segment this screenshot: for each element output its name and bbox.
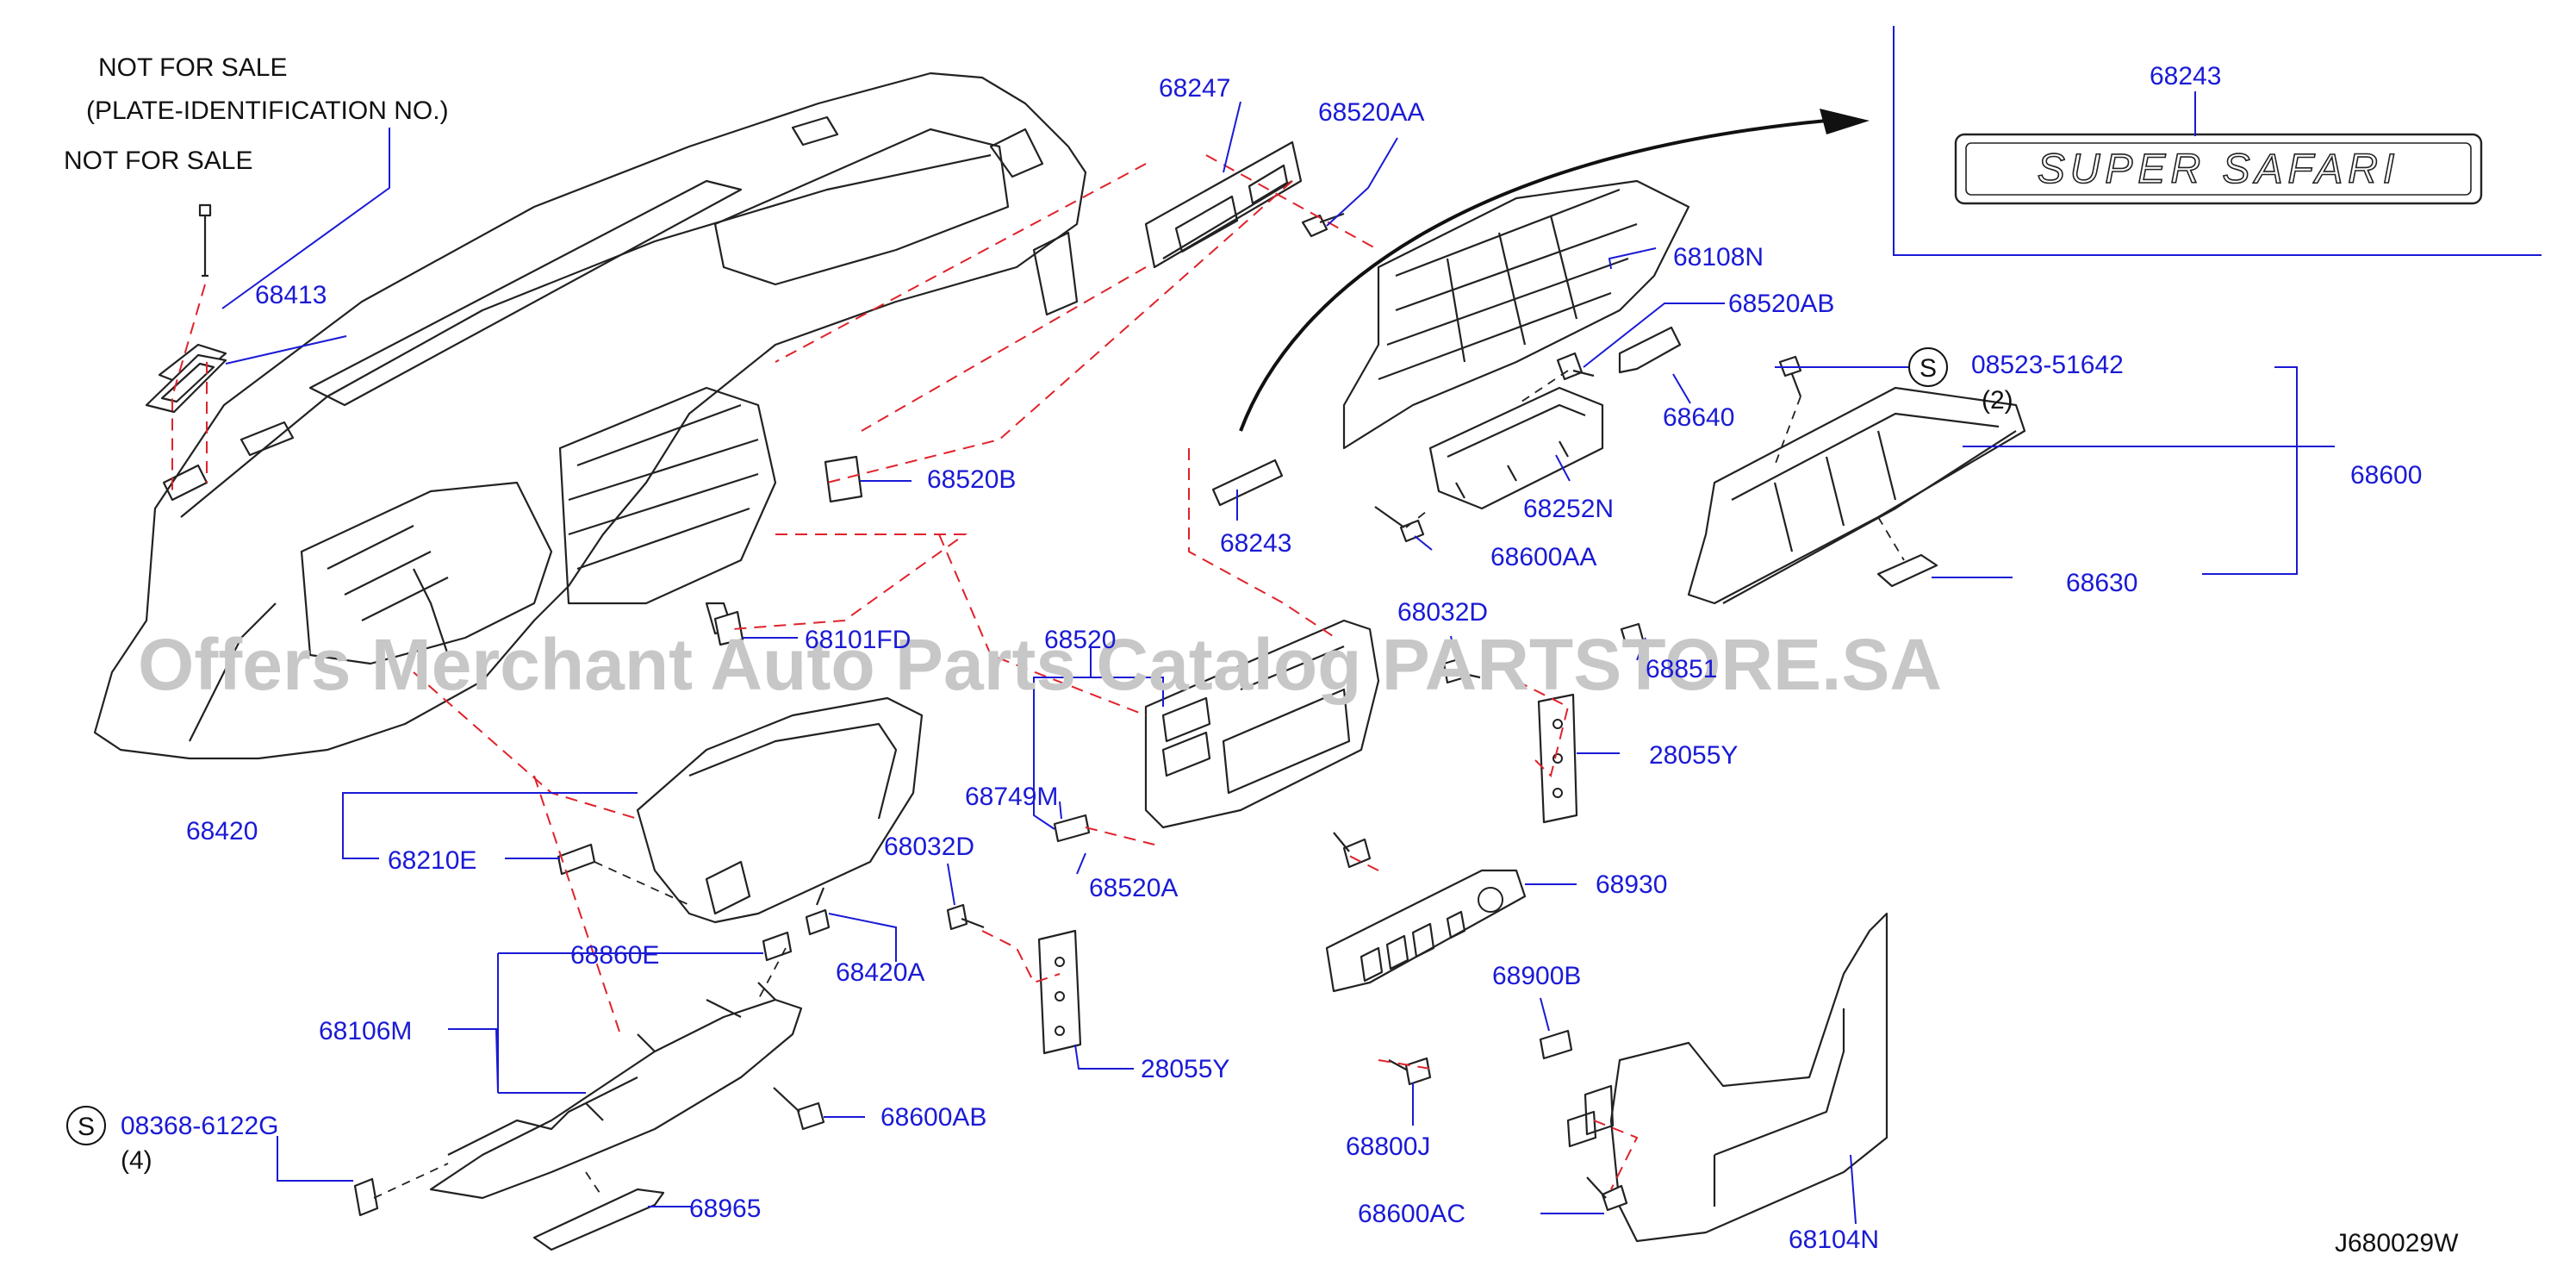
emblem-text: SUPER SAFARI [2038,147,2400,192]
latch-68630 [1876,553,1938,588]
s-symbol-2: S [66,1106,106,1145]
clip-68860e [762,931,793,962]
label-68252n: 68252N [1523,495,1614,523]
clip-68749m [1053,814,1091,843]
label-08523-51642: 08523-51642 [1971,351,2124,379]
screw-08368 [353,1177,379,1217]
guide-lines [171,154,1639,1190]
screw-68420a [805,887,831,936]
part-68108n-duct [1342,179,1690,450]
clip-68640 [1618,326,1682,374]
screw-08523 [1778,355,1802,397]
part-68600-glove-box [1687,386,2026,605]
part-68420-cluster-lid [636,696,924,924]
clip-68520b [824,455,863,503]
identification-plate [145,343,227,414]
label-68600ab: 68600AB [880,1103,986,1132]
black-guide-lines [373,370,1905,1199]
label-68420a: 68420A [836,958,924,987]
qty-08368: (4) [121,1146,152,1175]
part-68930-switch-panel [1325,869,1527,993]
label-68520ab: 68520AB [1728,290,1834,318]
screw-68600ac [1586,1176,1628,1212]
screw-68800j [1388,1057,1432,1086]
plate-rivet [198,203,212,278]
callout-arrow [1239,109,1870,432]
label-68851: 68851 [1646,655,1717,683]
label-68800j: 68800J [1346,1132,1430,1161]
label-68860e: 68860E [570,941,659,970]
handle-68965 [532,1188,665,1251]
s-symbol-1: S [1908,347,1948,387]
bolt-68520ab [1556,352,1595,381]
label-68600ac: 68600AC [1358,1200,1465,1228]
part-68247-bezel [1144,140,1303,269]
leader-lines [221,91,2335,1225]
label-68600aa: 68600AA [1490,543,1596,571]
label-68630: 68630 [2066,569,2137,597]
part-68104n-lower-cover [1566,912,1888,1243]
diagram-code: J680029W [2335,1229,2459,1257]
label-68930: 68930 [1596,870,1667,899]
label-08368-6122g: 08368-6122G [121,1112,279,1140]
screw-68520a [1333,832,1372,869]
screw-68600ab [773,1087,825,1131]
label-68247: 68247 [1159,74,1230,103]
part-68520-cluster-bezel [1144,619,1380,829]
label-68101: 68101FD [805,626,911,654]
label-68243-inset: 68243 [2150,62,2221,90]
label-68640: 68640 [1663,403,1734,432]
label-68106m: 68106M [319,1017,412,1045]
note-not-for-sale-2: NOT FOR SALE [64,147,253,175]
label-68520: 68520 [1044,626,1116,654]
label-28055y-upper: 28055Y [1649,741,1738,770]
screw-68600aa [1374,506,1425,543]
label-68749m: 68749M [965,783,1058,811]
label-68104n: 68104N [1789,1226,1879,1254]
qty-08523: (2) [1982,386,2013,415]
label-68210e: 68210E [388,846,476,875]
label-68032d-upper: 68032D [1397,598,1488,627]
part-68106m-lower-panel [429,982,803,1200]
bolt-68032d-lower [946,903,985,931]
label-68032d-lower: 68032D [884,833,974,861]
emblem-inset [1893,26,2542,256]
label-68520a: 68520A [1089,874,1178,902]
label-68965: 68965 [689,1195,761,1223]
s-symbol-2-text: S [78,1113,95,1141]
s-symbol-1-text: S [1920,354,1937,383]
bracket-28055y-upper [1537,693,1578,824]
part-68252n-tray [1428,386,1604,510]
part-labels: 68247 68520AA 68243 68413 68108N 68520AB… [121,62,2422,1254]
note-not-for-sale-1: NOT FOR SALE [98,53,288,82]
watermark: Offers Merchant Auto Parts Catalog PARTS… [138,624,1942,705]
clip-68101 [713,610,744,646]
label-28055y-lower: 28055Y [1141,1055,1229,1083]
label-68600: 68600 [2350,461,2422,490]
label-68243: 68243 [1220,529,1291,558]
label-68520b: 68520B [927,465,1016,494]
screw-68520aa [1301,212,1345,238]
bracket-28055y-lower [1037,929,1082,1055]
label-68413: 68413 [255,281,327,309]
note-plate-identification: (PLATE-IDENTIFICATION NO.) [86,97,449,125]
label-68520aa: 68520AA [1318,98,1424,127]
clip-68900b [1539,1029,1573,1060]
clip-68210e [557,843,596,876]
label-68420: 68420 [186,817,258,845]
emblem-strip [1211,459,1284,507]
label-68900b: 68900B [1492,962,1581,990]
label-68108n: 68108N [1673,243,1764,271]
